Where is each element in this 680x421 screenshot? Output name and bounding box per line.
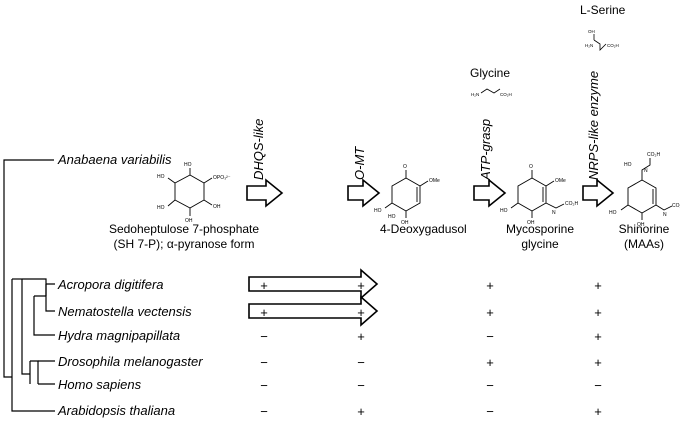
fused-arrow-acropora <box>248 268 379 300</box>
mark-nematostella-dhqs: + <box>260 305 268 320</box>
atp-arrow <box>473 178 507 208</box>
root-species-label: Anabaena variabilis <box>58 152 172 167</box>
sh7p-structure <box>167 168 213 216</box>
svg-text:H₂N: H₂N <box>471 92 479 97</box>
serine-label: L-Serine <box>580 3 626 17</box>
svg-text:HO: HO <box>374 208 382 214</box>
svg-text:CO₂H: CO₂H <box>500 92 512 97</box>
sh7p-labels: HO OPO₃²⁻ OH HO HO OH <box>157 162 231 224</box>
mark-nematostella-nrps: + <box>594 305 602 320</box>
mark-nematostella-omt: + <box>357 305 365 320</box>
dhqs-enzyme-label: DHQS-like <box>251 118 266 180</box>
glycine-labels: H₂N CO₂H <box>471 92 512 97</box>
svg-text:OMe: OMe <box>429 178 440 184</box>
mark-acropora-atp: + <box>486 278 494 293</box>
svg-text:HO: HO <box>388 214 396 220</box>
glycine-label: Glycine <box>470 66 511 80</box>
mark-acropora-dhqs: + <box>260 278 268 293</box>
svg-text:H₂N: H₂N <box>585 43 593 48</box>
mark-drosophila-atp: + <box>486 355 494 370</box>
mark-hydra-dhqs: − <box>260 329 268 344</box>
nrps-arrow <box>582 178 615 208</box>
deoxygadusol-labels: O OMe HO OH HO <box>374 164 440 226</box>
svg-text:HO: HO <box>184 162 192 168</box>
shinorine-structure <box>620 158 673 220</box>
svg-text:N: N <box>663 212 667 218</box>
species-name-homo: Homo sapiens <box>58 377 142 392</box>
species-name-acropora: Acropora digitifera <box>58 277 164 292</box>
species-name-nematostella: Nematostella vectensis <box>58 304 192 319</box>
species-name-hydra: Hydra magnipapillata <box>58 328 181 343</box>
mark-arabidopsis-nrps: + <box>594 404 602 419</box>
mark-arabidopsis-atp: − <box>486 404 494 419</box>
mycosporine-labels: O OMe N CO₂H HO OH <box>500 164 578 226</box>
tree-leaf-acropora <box>45 283 55 312</box>
svg-text:CO₂H: CO₂H <box>607 43 619 48</box>
svg-text:CO₂H: CO₂H <box>672 203 680 209</box>
shinorine-labels: CO₂H HO N N CO₂H HO OH <box>609 152 680 228</box>
tree-branch-main <box>11 279 55 412</box>
mark-acropora-nrps: + <box>594 278 602 293</box>
deoxygadusol-label: 4-Deoxygadusol <box>380 222 467 236</box>
mark-drosophila-omt: − <box>357 355 365 370</box>
mark-arabidopsis-omt: + <box>357 404 365 419</box>
svg-text:HO: HO <box>624 162 632 168</box>
svg-text:HO: HO <box>157 174 165 180</box>
mark-nematostella-atp: + <box>486 305 494 320</box>
atp-enzyme-label: ATP-grasp <box>478 118 493 180</box>
mark-homo-nrps: − <box>594 378 602 393</box>
tree-leaf-hydra <box>33 295 55 336</box>
svg-text:HO: HO <box>609 210 617 216</box>
svg-text:CO₂H: CO₂H <box>565 201 578 207</box>
omt-enzyme-label: O-MT <box>352 146 367 180</box>
mark-hydra-omt: + <box>357 329 365 344</box>
svg-text:N: N <box>644 168 648 174</box>
deoxygadusol-structure <box>384 170 429 218</box>
omt-arrow <box>347 178 381 208</box>
svg-text:HO: HO <box>157 205 165 211</box>
mark-homo-omt: − <box>357 378 365 393</box>
svg-text:O: O <box>529 164 533 170</box>
mark-homo-atp: − <box>486 378 494 393</box>
glycine-structure <box>480 88 501 94</box>
nrps-enzyme-label: NRPS-like enzyme <box>586 70 601 180</box>
shinorine-label: Shinorine (MAAs) <box>618 222 670 251</box>
svg-text:OPO₃²⁻: OPO₃²⁻ <box>213 175 231 181</box>
mycosporine-structure <box>510 170 565 218</box>
svg-text:OH: OH <box>401 220 409 226</box>
mark-drosophila-nrps: + <box>594 355 602 370</box>
tree-node-anthozoa <box>22 278 47 296</box>
species-name-arabidopsis: Arabidopsis thaliana <box>58 403 176 418</box>
species-name-drosophila: Drosophila melanogaster <box>58 354 203 369</box>
serine-structure <box>593 34 607 51</box>
tree-leaf-drosophila <box>29 360 39 384</box>
svg-text:CO₂H: CO₂H <box>647 152 660 158</box>
mycosporine-glycine-label: Mycosporine glycine <box>505 222 575 251</box>
svg-text:OH: OH <box>588 29 595 34</box>
mark-homo-dhqs: − <box>260 378 268 393</box>
svg-text:OH: OH <box>527 220 535 226</box>
mark-acropora-omt: + <box>357 278 365 293</box>
tree-branch-bilateria <box>21 279 30 375</box>
svg-text:OH: OH <box>213 204 221 210</box>
svg-text:OMe: OMe <box>555 178 566 184</box>
svg-text:N: N <box>552 210 556 216</box>
fused-arrow-nematostella <box>248 295 379 327</box>
mark-hydra-atp: − <box>486 329 494 344</box>
dhqs-arrow <box>246 178 284 208</box>
svg-text:OH: OH <box>637 222 645 228</box>
mark-arabidopsis-dhqs: − <box>260 404 268 419</box>
serine-labels: OH H₂N CO₂H <box>585 29 619 48</box>
tree-root-branch <box>3 159 54 378</box>
svg-text:O: O <box>403 164 407 170</box>
sh7p-label: Sedoheptulose 7-phosphate (SH 7-P); α-py… <box>108 222 260 251</box>
svg-text:HO: HO <box>500 208 508 214</box>
mark-drosophila-dhqs: − <box>260 355 268 370</box>
svg-text:OH: OH <box>185 218 193 224</box>
mark-hydra-nrps: + <box>594 329 602 344</box>
